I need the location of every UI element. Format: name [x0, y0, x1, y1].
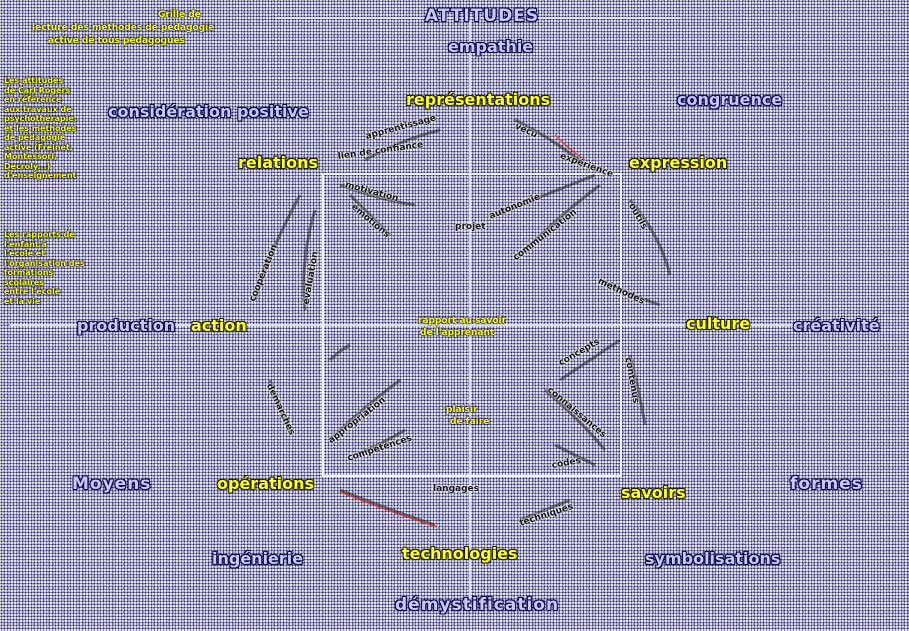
- label-moyens: Moyens: [72, 474, 152, 494]
- legend-title-1: Grille de: [158, 10, 201, 20]
- label-operations: opérations: [217, 474, 315, 493]
- label-formes: formes: [790, 474, 863, 494]
- small-label-8: projet: [455, 222, 486, 232]
- inner-text-1: plaisir: [446, 405, 478, 415]
- label-savoirs: savoirs: [621, 483, 686, 502]
- label-ingenierie: ingénierie: [212, 549, 304, 568]
- label-expression: expression: [629, 153, 728, 172]
- label-congruence: congruence: [677, 90, 783, 109]
- label-demystification: démystification: [395, 595, 560, 615]
- label-relations: relations: [238, 153, 319, 172]
- inner-frame: [322, 173, 622, 477]
- label-production: production: [77, 316, 176, 335]
- legend-title-2: lecture des méthodes de pédagogie: [32, 23, 215, 33]
- label-creativite: créativité: [793, 316, 880, 335]
- label-technologies: technologies: [402, 544, 518, 563]
- label-consideration-positive: considération positive: [108, 102, 309, 121]
- label-action: action: [191, 316, 247, 335]
- label-empathie: empathie: [448, 37, 534, 56]
- label-symbolisations: symbolisations: [645, 549, 781, 568]
- label-culture: culture: [686, 314, 751, 333]
- small-label-21: langages: [433, 484, 479, 494]
- inner-text-2: de faire: [450, 417, 490, 427]
- label-representations: représentations: [406, 90, 551, 109]
- legend-title-3: active de tous pédagogues: [48, 36, 185, 46]
- center-text-1: rapport au savoir: [418, 316, 507, 326]
- label-attitudes: ATTITUDES: [425, 6, 540, 26]
- center-text-2: de l'apprenant: [420, 328, 495, 338]
